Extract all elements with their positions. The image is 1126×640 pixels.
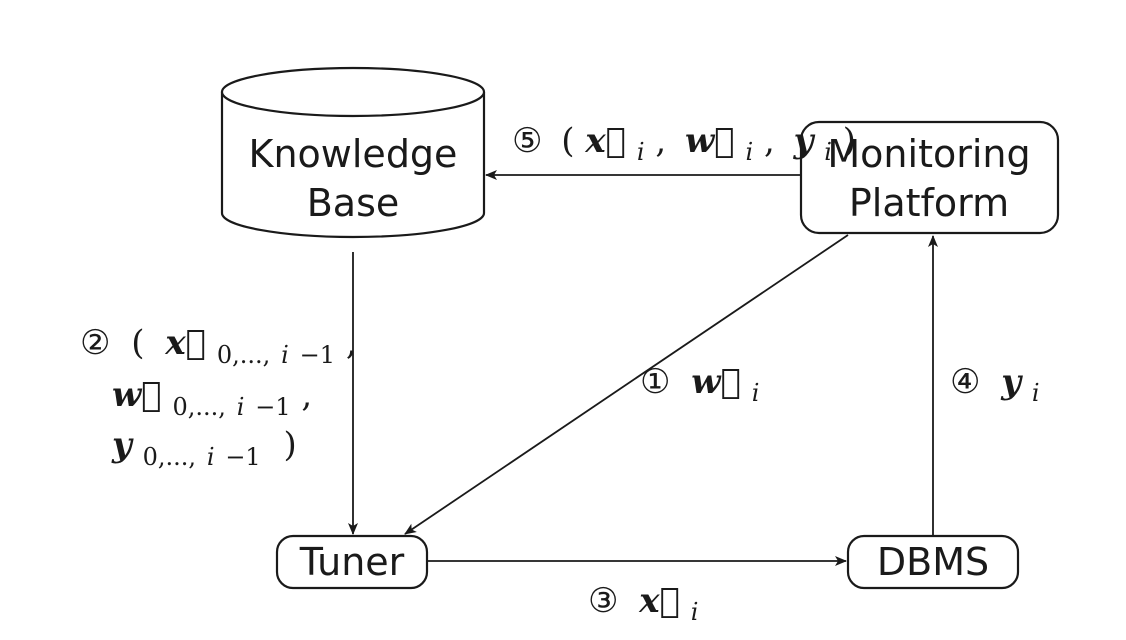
edge-label-2-open: ( [131,323,144,363]
edge-label-1: ① w⃗ i [640,362,759,407]
edge-label-2-close: ) [284,425,297,465]
edge-label-2-step: ② [80,323,110,363]
edge-label-4: ④ y i [950,362,1040,407]
monitoring-platform-label-line2: Platform [849,181,1009,225]
monitoring-platform-box [799,120,1060,235]
dbms-label: DBMS [877,540,989,584]
edge-label-5-comma2: , [764,121,775,161]
edge-label-5-comma1: , [655,121,666,161]
edge-label-2-x-sub-i: i [281,341,289,369]
edge-label-2-y: y [111,425,134,465]
edge-label-1-var: w⃗ [691,362,741,402]
edge-label-5-y-sub: i [824,138,832,166]
edge-label-5: ⑤ ( x⃗ i , w⃗ i , y i ) [512,121,856,169]
edge-monitoring-to-tuner [404,234,849,535]
tuner-label: Tuner [299,540,405,584]
edge-label-2-line2: w⃗ 0,..., i −1 , [112,375,312,424]
edge-label-2-w: w⃗ [112,375,162,415]
edge-label-3-sub: i [691,598,699,626]
edge-label-5-close: ) [843,121,856,161]
tuner-node: Tuner [275,534,429,590]
edge-label-5-w-sub: i [745,138,753,166]
edge-label-2-comma2: , [301,375,312,415]
edge-label-5-x-sub: i [637,138,645,166]
monitoring-platform-label-line1: Monitoring [827,132,1030,176]
edge-label-2-line3: y 0,..., i −1 ) [111,425,297,474]
tuner-box [275,534,429,590]
edge-label-3-var: x⃗ [638,581,680,621]
edge-label-5-step: ⑤ [512,121,542,161]
knowledge-base-label-line1: Knowledge [249,132,458,176]
edge-label-5-open: ( [561,121,574,161]
edge-label-2-w-sub-i: i [237,393,245,421]
edge-label-2-line1: ② ( x⃗ 0,..., i −1 , [80,323,357,372]
dbms-node: DBMS [846,534,1020,590]
edge-label-2-y-sub-prefix: 0,..., [143,443,196,471]
edge-label-2-w-sub-suffix: −1 [255,393,290,421]
edge-label-1-step: ① [640,362,670,402]
knowledge-base-node: Knowledge Base [220,66,486,239]
edge-label-2-x-sub-suffix: −1 [300,341,335,369]
edge-label-4-step: ④ [950,362,980,402]
edge-label-5-x: x⃗ [584,121,626,161]
monitoring-platform-node: Monitoring Platform [799,120,1060,235]
edge-label-4-sub: i [1032,379,1040,407]
edge-label-5-w: w⃗ [685,121,735,161]
edge-label-4-var: y [1000,362,1023,402]
edge-label-2-w-sub-prefix: 0,..., [172,393,225,421]
edge-label-2-x: x⃗ [164,323,206,363]
edge-label-3: ③ x⃗ i [588,581,698,626]
knowledge-base-label-line2: Base [307,181,400,225]
edge-label-2-x-sub-prefix: 0,..., [217,341,270,369]
edge-label-2-y-sub-suffix: −1 [225,443,260,471]
edge-label-3-step: ③ [588,581,618,621]
edge-label-2-comma1: , [346,323,357,363]
edge-label-5-y: y [793,121,816,161]
edge-label-1-sub: i [752,379,760,407]
knowledge-base-cylinder-top [220,66,486,118]
knowledge-base-cylinder [220,92,486,239]
edge-label-2-y-sub-i: i [207,443,215,471]
